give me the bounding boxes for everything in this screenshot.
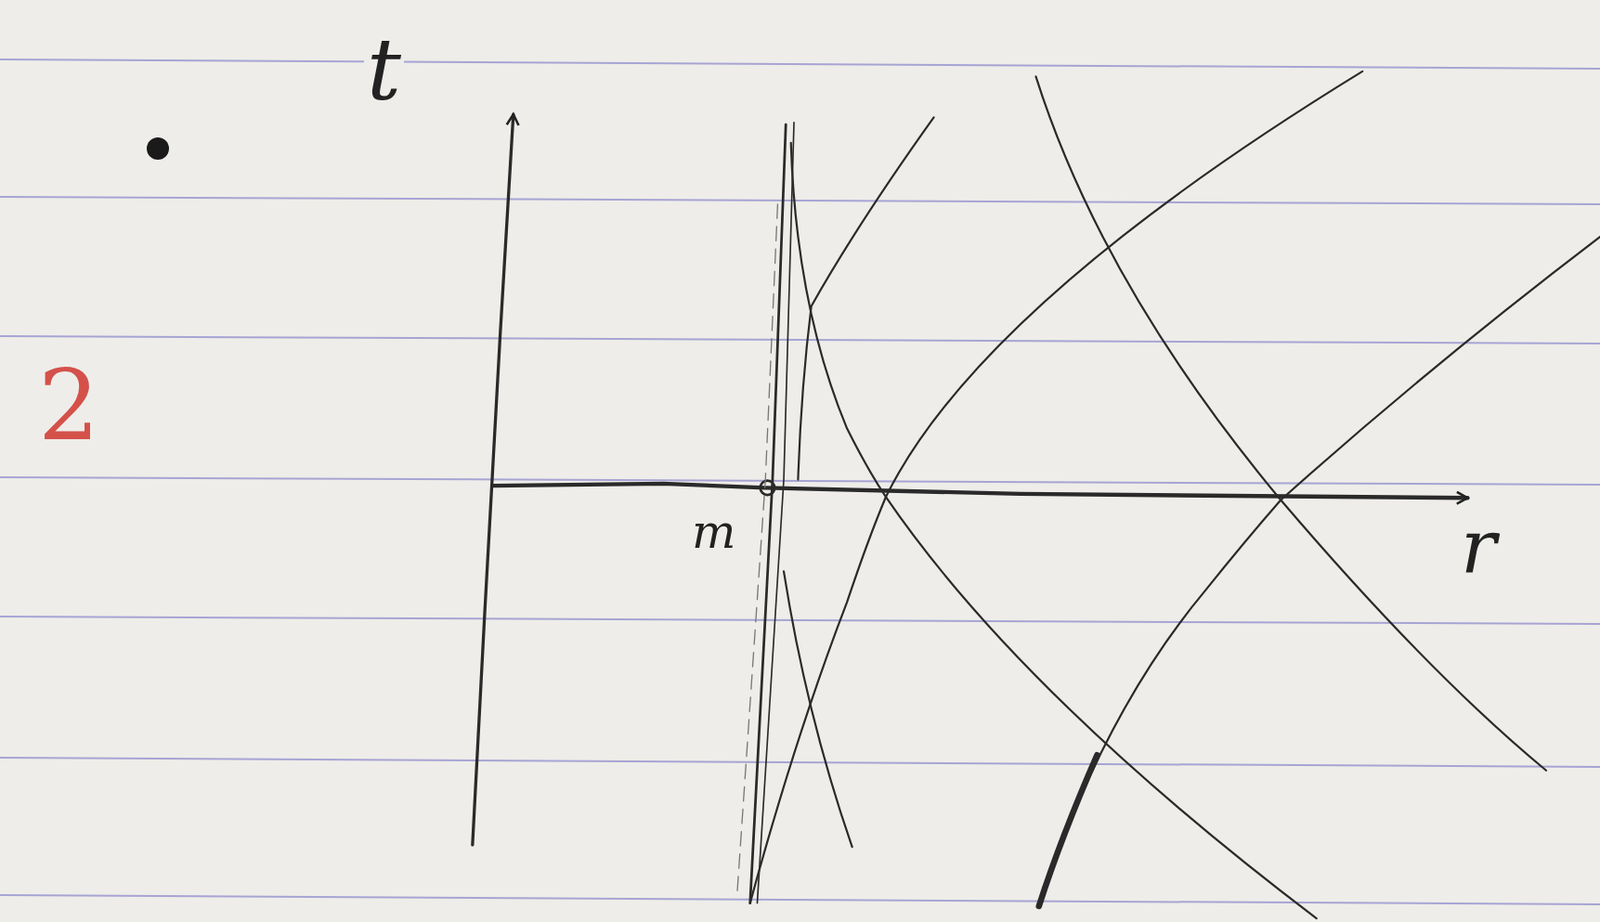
horizon-line xyxy=(750,124,786,904)
ingoing-ray xyxy=(783,571,853,847)
ruled-lines xyxy=(0,59,1600,905)
dashed-line xyxy=(736,204,778,898)
ingoing-ray xyxy=(1035,76,1547,770)
ruled-line xyxy=(0,59,1600,69)
ruled-line xyxy=(0,895,1600,905)
spacetime-sketch xyxy=(472,71,1600,919)
ruled-line xyxy=(0,757,1600,768)
axis-label: t xyxy=(364,27,404,114)
outgoing-ray xyxy=(1039,236,1600,907)
t-axis xyxy=(472,114,514,846)
ruled-line xyxy=(0,477,1600,485)
ruled-line xyxy=(0,616,1600,625)
ray-emphasis xyxy=(1039,754,1098,907)
ruled-line xyxy=(0,196,1600,205)
margin-number: 2 xyxy=(35,357,103,455)
r-axis xyxy=(493,483,1469,498)
point-label: m xyxy=(689,508,739,556)
ruled-line xyxy=(0,336,1600,344)
bullet-dot xyxy=(146,137,170,160)
axis-label: r xyxy=(1457,510,1499,586)
outgoing-ray xyxy=(797,117,934,480)
ingoing-ray xyxy=(791,143,1317,919)
